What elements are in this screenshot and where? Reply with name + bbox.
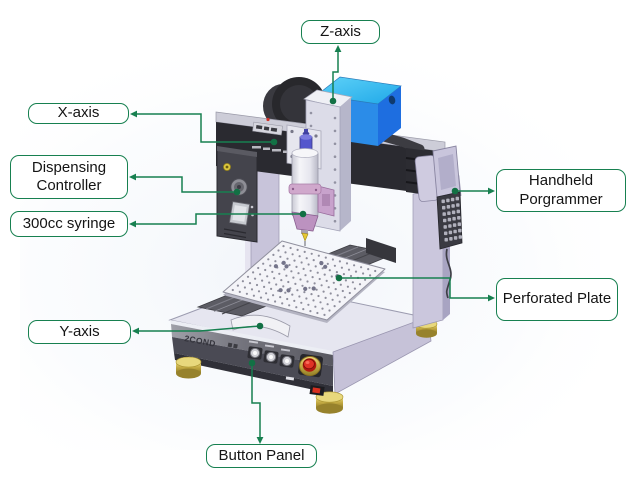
beam-red-dot [266, 117, 270, 122]
syringe-holder [291, 211, 319, 232]
label-perforated-plate: Perforated Plate [496, 278, 618, 321]
base-front-rim [170, 320, 333, 355]
panel-slot-mark [285, 376, 295, 381]
dot-x-axis [270, 138, 278, 146]
dot-y-axis [256, 322, 264, 330]
label-x-axis: X-axis [28, 103, 129, 124]
leader-dots [233, 97, 459, 367]
arrow-handheld-programmer [488, 187, 495, 195]
leader-300cc-syringe [136, 213, 303, 225]
foot-left [175, 356, 202, 379]
base-front-strip [174, 353, 333, 394]
emergency-stop-button [298, 353, 324, 378]
label-dispensing-controller: Dispensing Controller [10, 155, 128, 199]
leader-button-panel [251, 363, 261, 437]
logo-glyph-mark [227, 342, 233, 348]
beam-text-mark [252, 146, 261, 149]
arrow-dispensing-controller [129, 173, 136, 181]
label-button-panel: Button Panel [206, 444, 317, 468]
syringe-clamp-ring [288, 183, 322, 195]
dot-300cc-syringe [299, 210, 307, 218]
arrow-y-axis [132, 327, 139, 335]
label-handheld-programmer: Handheld Porgrammer [496, 169, 626, 212]
label-y-axis: Y-axis [28, 320, 131, 344]
logo-glyph-mark [233, 343, 238, 349]
base-front-upper [171, 324, 333, 366]
leader-y-axis [139, 325, 261, 332]
leader-z-axis [332, 52, 339, 101]
z-slide-side [340, 97, 351, 231]
leader-lines [136, 52, 488, 437]
perforated-plate-part [222, 240, 386, 321]
beam-text-mark [283, 150, 289, 153]
y-motor-block [366, 238, 396, 263]
handheld-programmer-device [432, 145, 463, 299]
beam-label-plate [252, 121, 283, 136]
beam-text-mark [263, 147, 270, 150]
arrow-300cc-syringe [129, 220, 136, 228]
dot-handheld-programmer [451, 187, 459, 195]
y-stage [196, 238, 396, 338]
dot-dispensing-controller [233, 188, 241, 196]
dot-perforated-plate [335, 274, 343, 282]
foot-front [315, 391, 344, 414]
base: 2COND [168, 283, 438, 414]
beam-text-mark [272, 149, 281, 152]
label-z-axis: Z-axis [301, 20, 380, 44]
plate-holes [231, 245, 377, 316]
button-panel [247, 340, 325, 396]
leader-x-axis [137, 113, 274, 143]
arrow-z-axis [334, 45, 342, 52]
dot-z-axis [329, 97, 337, 105]
programmer-keys [441, 196, 462, 242]
arrow-button-panel [256, 437, 264, 444]
programmer-screen [438, 154, 456, 190]
syringe-assembly [288, 129, 335, 246]
z-motor-hole [388, 95, 396, 105]
dot-button-panel [248, 359, 256, 367]
arrow-perforated-plate [488, 294, 495, 302]
leader-perforated-plate [339, 277, 488, 299]
dispense-tip [301, 232, 309, 242]
leader-arrowheads [129, 45, 495, 444]
label-300cc-syringe: 300cc syringe [10, 211, 128, 237]
leader-dispensing-controller [136, 176, 237, 193]
arrow-x-axis [130, 110, 137, 118]
base-right-face [332, 316, 432, 395]
